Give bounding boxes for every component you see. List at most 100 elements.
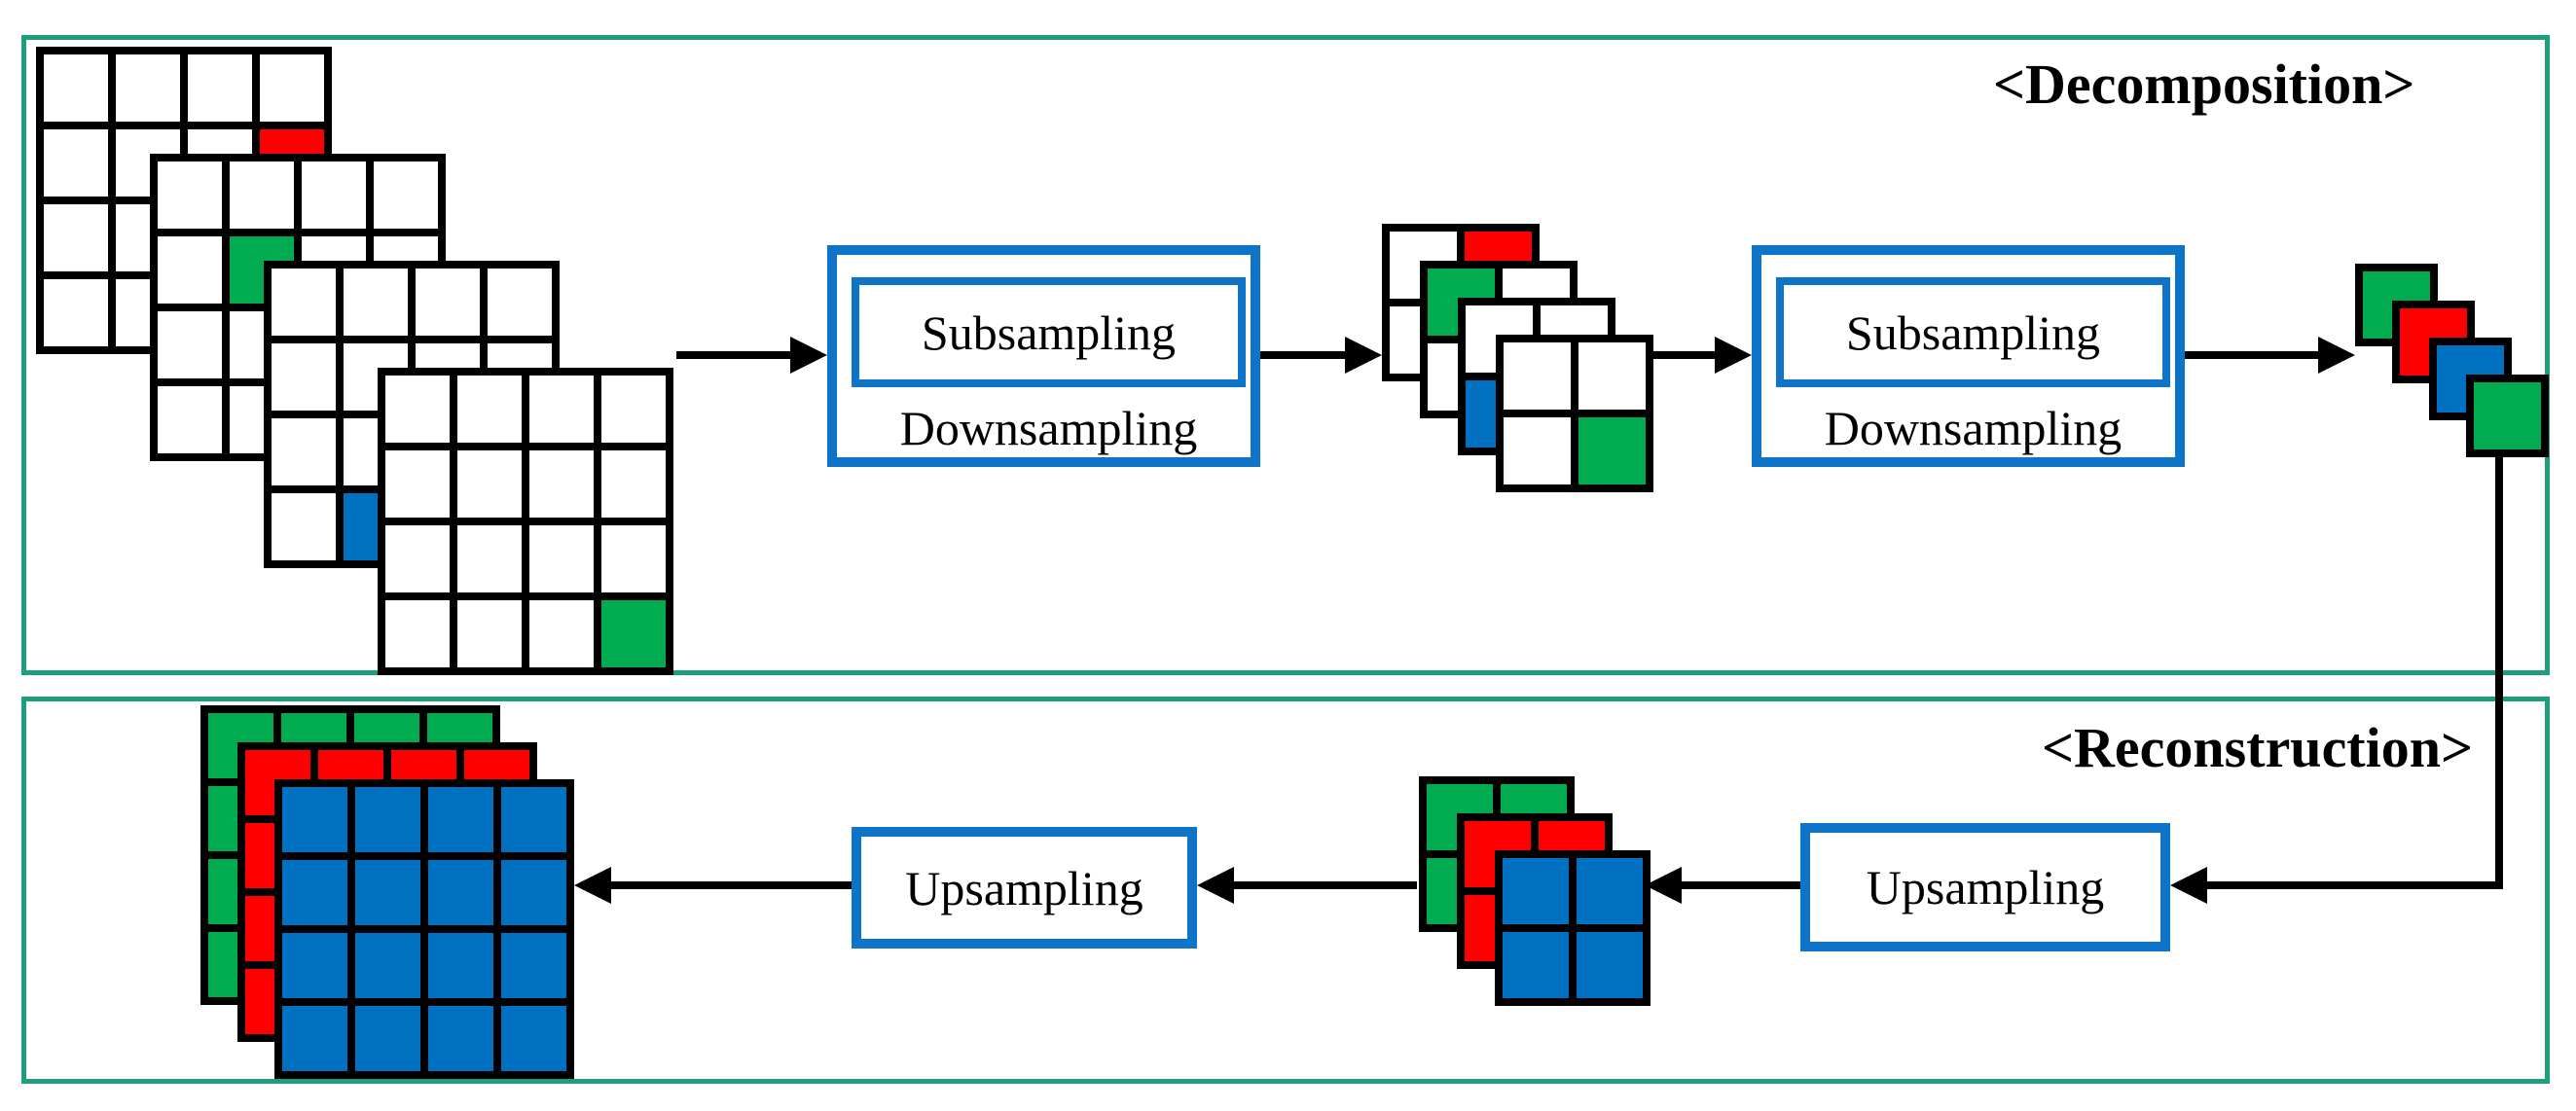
grid-cell-white xyxy=(268,265,340,340)
grid-cell-blue xyxy=(424,783,497,856)
grid-cell-white xyxy=(268,489,340,564)
grid-cell-white xyxy=(381,521,454,596)
grid-cell-blue xyxy=(497,929,570,1002)
subsampling-inner-box-1: Subsampling xyxy=(852,277,1246,387)
grid-cell-blue xyxy=(1499,928,1573,1002)
grid-cell-white xyxy=(412,265,484,340)
grid-cell-white xyxy=(381,596,454,671)
grid-cell-white xyxy=(226,158,298,233)
downsampling-label-zone-1: Downsampling xyxy=(837,387,1260,469)
arrow-upsampling-left-to-output-line xyxy=(605,881,852,889)
reconstruction-panel-title: <Reconstruction> xyxy=(2042,716,2474,779)
grid-cell-white xyxy=(268,340,340,414)
grid-cell-white xyxy=(484,265,556,340)
grid-cell-white xyxy=(381,372,454,447)
reconstruction-output-layer-3 xyxy=(274,779,574,1079)
arrow-input-to-subsampling1-line xyxy=(676,351,796,359)
arrow-subsampling1-to-level1-head xyxy=(1345,337,1382,374)
grid-cell-white xyxy=(154,233,226,307)
downsampling-label-1: Downsampling xyxy=(899,401,1198,455)
grid-cell-white xyxy=(526,596,598,671)
reconstruction-level1-layer-3 xyxy=(1495,850,1651,1006)
upsampling-label-right: Upsampling xyxy=(1866,860,2105,914)
downsampling-label-2: Downsampling xyxy=(1824,401,2122,455)
subsampling-label-1: Subsampling xyxy=(921,305,1177,360)
decomposition-to-reconstruction-connector xyxy=(2495,443,2503,889)
grid-cell-blue xyxy=(497,1002,570,1075)
decomposition-level1-layer-4 xyxy=(1496,335,1653,492)
grid-cell-white xyxy=(1575,339,1650,413)
arrow-upsampling-right-to-level1-head xyxy=(1645,867,1682,904)
grid-cell-white xyxy=(526,447,598,521)
decomposition-panel-title: <Decomposition> xyxy=(1993,53,2415,116)
grid-cell-blue xyxy=(351,856,424,929)
arrow-level1-to-subsampling2-line xyxy=(1648,351,1721,359)
arrow-connector-to-upsampling-right-head xyxy=(2170,867,2207,904)
grid-cell-white xyxy=(598,521,670,596)
grid-cell-white xyxy=(370,158,442,233)
grid-cell-white xyxy=(298,158,370,233)
grid-cell-white xyxy=(526,372,598,447)
grid-cell-blue xyxy=(351,929,424,1002)
grid-cell-blue xyxy=(1573,854,1647,928)
grid-cell-white xyxy=(454,521,526,596)
grid-cell-white xyxy=(40,200,112,275)
grid-cell-white xyxy=(1500,339,1575,413)
grid-cell-blue xyxy=(424,929,497,1002)
grid-cell-blue xyxy=(497,783,570,856)
arrow-upsampling-left-to-output-head xyxy=(574,867,611,904)
grid-cell-white xyxy=(112,51,184,125)
grid-cell-white xyxy=(454,447,526,521)
grid-cell-white xyxy=(40,51,112,125)
subsampling-downsampling-box-1: Subsampling Downsampling xyxy=(827,245,1260,467)
arrow-subsampling2-to-level2-head xyxy=(2318,337,2355,374)
grid-cell-white xyxy=(598,447,670,521)
grid-cell-green xyxy=(2470,378,2545,453)
downsampling-label-zone-2: Downsampling xyxy=(1761,387,2185,469)
arrow-subsampling2-to-level2-line xyxy=(2185,351,2324,359)
grid-cell-white xyxy=(154,307,226,382)
grid-cell-white xyxy=(381,447,454,521)
grid-cell-blue xyxy=(351,1002,424,1075)
upsampling-label-left: Upsampling xyxy=(905,860,1143,915)
decomposition-input-layer-4 xyxy=(378,368,673,675)
grid-cell-white xyxy=(184,51,256,125)
grid-cell-blue xyxy=(424,856,497,929)
arrow-level1-to-upsampling-left-head xyxy=(1197,867,1234,904)
arrow-input-to-subsampling1-head xyxy=(790,337,827,374)
grid-cell-blue xyxy=(1573,928,1647,1002)
grid-cell-white xyxy=(598,372,670,447)
upsampling-box-right: Upsampling xyxy=(1800,823,2170,951)
grid-cell-white xyxy=(454,372,526,447)
arrow-level1-to-upsampling-left-line xyxy=(1228,881,1417,889)
grid-cell-green xyxy=(598,596,670,671)
grid-cell-white xyxy=(1500,413,1575,488)
grid-cell-white xyxy=(454,596,526,671)
subsampling-label-2: Subsampling xyxy=(1845,305,2101,360)
grid-cell-blue xyxy=(278,929,351,1002)
grid-cell-white xyxy=(256,51,328,125)
subsampling-downsampling-box-2: Subsampling Downsampling xyxy=(1752,245,2185,467)
arrow-subsampling1-to-level1-line xyxy=(1260,351,1351,359)
arrow-level1-to-subsampling2-head xyxy=(1715,337,1752,374)
grid-cell-blue xyxy=(278,783,351,856)
grid-cell-blue xyxy=(278,1002,351,1075)
upsampling-box-left: Upsampling xyxy=(852,827,1197,949)
grid-cell-blue xyxy=(424,1002,497,1075)
grid-cell-white xyxy=(154,382,226,457)
grid-cell-white xyxy=(268,414,340,489)
grid-cell-blue xyxy=(497,856,570,929)
grid-cell-blue xyxy=(1499,854,1573,928)
grid-cell-green xyxy=(1575,413,1650,488)
decomposition-level2-layer-4 xyxy=(2466,375,2549,457)
grid-cell-white xyxy=(526,521,598,596)
arrow-upsampling-right-to-level1-line xyxy=(1676,881,1800,889)
subsampling-inner-box-2: Subsampling xyxy=(1776,277,2170,387)
arrow-connector-to-upsampling-right-line xyxy=(2201,881,2503,889)
grid-cell-white xyxy=(40,275,112,350)
grid-cell-white xyxy=(340,265,412,340)
grid-cell-blue xyxy=(351,783,424,856)
grid-cell-white xyxy=(40,125,112,200)
grid-cell-blue xyxy=(278,856,351,929)
